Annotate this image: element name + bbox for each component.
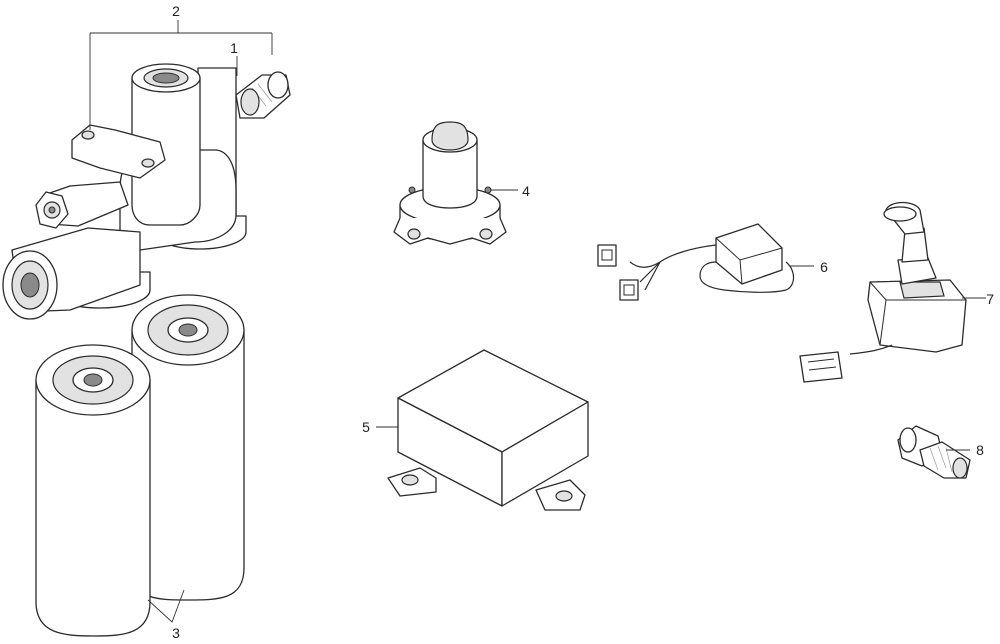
part-joystick [799, 201, 986, 383]
part-sensor-plug [897, 425, 971, 479]
part-filter-cartridges [35, 294, 245, 637]
part-pressure-valve [393, 121, 518, 245]
callout-4: 4 [522, 183, 530, 199]
callout-3: 3 [172, 625, 180, 641]
part-filter-head-assembly [2, 20, 291, 320]
callout-7: 7 [986, 291, 994, 307]
part-sensor-harness [597, 223, 814, 301]
callout-5: 5 [362, 419, 370, 435]
callout-8: 8 [976, 442, 984, 458]
part-control-box [376, 349, 589, 511]
callout-1: 1 [230, 40, 238, 56]
callout-2: 2 [172, 3, 180, 19]
callout-6: 6 [820, 259, 828, 275]
